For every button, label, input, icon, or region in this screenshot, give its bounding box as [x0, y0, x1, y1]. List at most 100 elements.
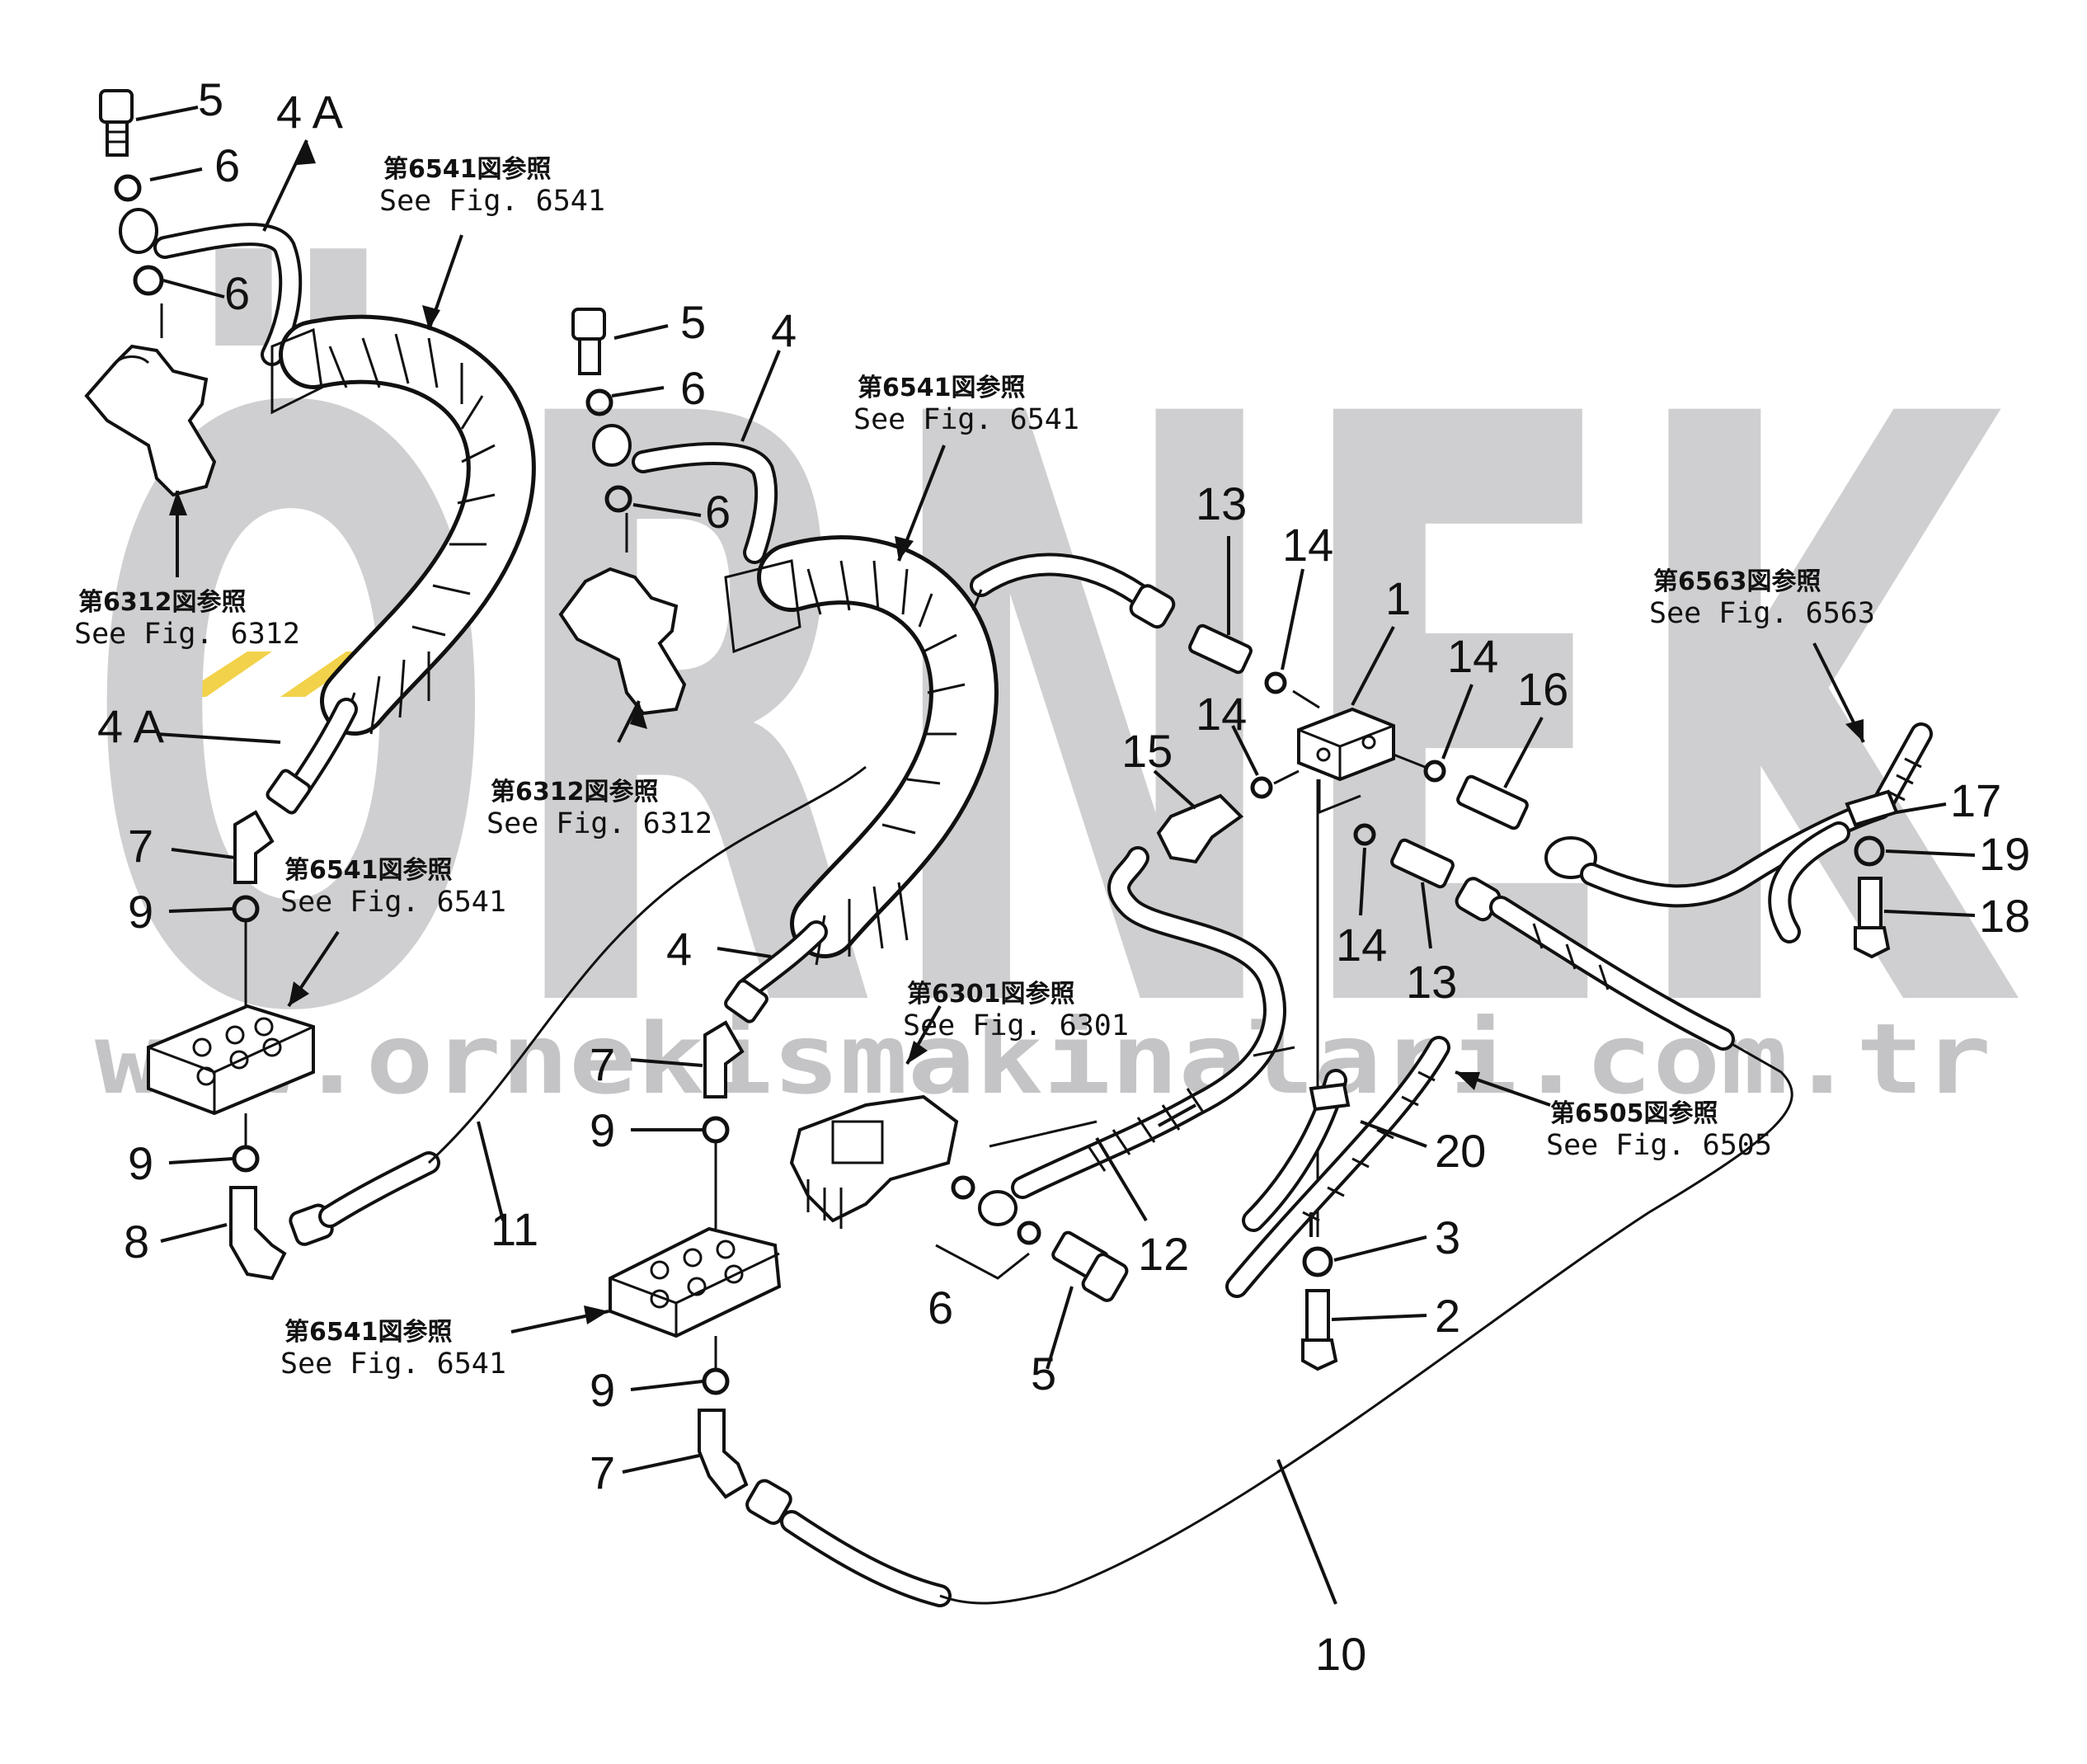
callout-6: 6 — [214, 139, 240, 191]
ref-en: See Fig. 6505 — [1546, 1129, 1772, 1162]
callout-14: 14 — [1282, 519, 1333, 571]
hose-4-lower — [724, 920, 828, 1023]
callout-15: 15 — [1121, 725, 1173, 777]
callout-14: 14 — [1336, 919, 1387, 971]
hose-4a-lower — [266, 698, 358, 815]
manifold-block-center — [609, 1226, 782, 1338]
hose-12 — [978, 846, 1295, 1226]
o-ring-9-left-bottom — [232, 1145, 260, 1173]
arrow-ref-r1 — [297, 140, 316, 165]
adapter-13-top — [1188, 623, 1253, 675]
callout-9: 9 — [590, 1364, 615, 1416]
ref-jp: 第6312図参照 — [78, 588, 247, 617]
callout-9: 9 — [128, 1137, 153, 1189]
o-ring-9-center-bottom — [702, 1367, 730, 1395]
ref-fig-6541-left-block: 第6541図参照 See Fig. 6541 — [280, 856, 506, 919]
callout-5: 5 — [198, 73, 223, 125]
wrapped-harness-left — [270, 314, 536, 743]
fitting-5-solenoid — [1051, 1230, 1129, 1302]
manifold-block-left — [147, 1004, 315, 1116]
arrow-ref-r7 — [584, 1305, 609, 1324]
arrow-ref-r4 — [895, 536, 914, 561]
callout-5: 5 — [1031, 1348, 1056, 1399]
block-1 — [1297, 707, 1395, 782]
elbow-7-left — [233, 810, 275, 884]
callout-7: 7 — [590, 1446, 615, 1498]
elbow-15 — [1156, 793, 1244, 864]
callout-6: 6 — [928, 1282, 953, 1334]
callout-1: 1 — [1385, 572, 1411, 624]
callout-6: 6 — [680, 362, 706, 414]
reference-labels: 第6541図参照 See Fig. 6541 第6312図参照 See Fig.… — [74, 155, 1875, 1381]
hose-4-top — [592, 424, 778, 564]
solenoid-6301 — [789, 1094, 959, 1229]
arrow-ref-r5 — [630, 701, 647, 729]
ref-jp: 第6541図参照 — [858, 374, 1026, 402]
callout-13: 13 — [1196, 477, 1247, 529]
callout-4: 4 — [666, 923, 692, 975]
arrow-ref-r2 — [169, 491, 187, 515]
hose-10-upper — [1455, 877, 1735, 1051]
ref-jp: 第6505図参照 — [1550, 1099, 1718, 1128]
ref-jp: 第6312図参照 — [491, 778, 659, 807]
callout-9: 9 — [590, 1104, 615, 1156]
callout-14: 14 — [1447, 630, 1498, 682]
ref-fig-6301: 第6301図参照 See Fig. 6301 — [903, 980, 1129, 1042]
callout-20: 20 — [1435, 1125, 1486, 1177]
adapter-16 — [1456, 774, 1529, 830]
o-ring-6-center-top — [585, 388, 613, 416]
arrow-ref-r3 — [289, 981, 309, 1006]
valve-6312-center — [558, 567, 687, 716]
ref-fig-6541-center-block: 第6541図参照 See Fig. 6541 — [280, 1318, 506, 1381]
callout-5: 5 — [680, 296, 706, 348]
ref-jp: 第6301図参照 — [907, 980, 1075, 1009]
callout-7: 7 — [128, 820, 153, 872]
arrow-ref-r1b — [422, 305, 440, 330]
callout-4: 4 — [771, 304, 797, 356]
o-ring-9-center-top — [702, 1116, 730, 1144]
fitting-5-left — [99, 89, 134, 157]
fitting-5-center — [571, 308, 606, 375]
callout-19: 19 — [1979, 828, 2030, 880]
callout-12: 12 — [1138, 1228, 1189, 1280]
ref-fig-6312-center: 第6312図参照 See Fig. 6312 — [486, 778, 712, 840]
callout-13: 13 — [1406, 956, 1457, 1008]
callout-6: 6 — [705, 486, 731, 538]
arrow-ref-r6 — [907, 1041, 928, 1064]
ref-en: See Fig. 6541 — [280, 1348, 506, 1381]
harness-6563 — [1768, 722, 1933, 943]
o-ring-6-left-top — [114, 174, 142, 202]
ref-en: See Fig. 6541 — [853, 403, 1079, 436]
hose-11 — [289, 765, 867, 1246]
washer-3 — [1302, 1246, 1333, 1277]
callout-9: 9 — [128, 886, 153, 938]
ref-en: See Fig. 6312 — [74, 618, 300, 651]
ref-fig-6505: 第6505図参照 See Fig. 6505 — [1546, 1099, 1772, 1162]
o-ring-6-solenoid-a — [951, 1175, 975, 1200]
ref-en: See Fig. 6312 — [486, 807, 712, 840]
bolt-2 — [1301, 1289, 1338, 1371]
hose-4a-top — [119, 208, 303, 366]
washer-19 — [1854, 835, 1885, 867]
ref-en: See Fig. 6563 — [1649, 597, 1875, 630]
elbow-7-center-top — [703, 1020, 745, 1098]
ref-en: See Fig. 6541 — [280, 886, 506, 919]
arrow-ref-r8 — [1845, 719, 1864, 742]
callout-4a: 4 A — [276, 86, 344, 138]
right-assembly — [1156, 623, 1933, 1371]
harness-20 — [1225, 1036, 1450, 1298]
callout-7: 7 — [590, 1038, 615, 1090]
o-ring-14-top — [1264, 671, 1287, 694]
hose-10 — [745, 1037, 1793, 1607]
callout-2: 2 — [1435, 1290, 1460, 1342]
ref-jp: 第6541図参照 — [284, 856, 453, 885]
callout-17: 17 — [1950, 774, 2001, 826]
callout-8: 8 — [124, 1216, 149, 1268]
ref-en: See Fig. 6301 — [903, 1009, 1129, 1042]
ref-jp: 第6563図参照 — [1653, 567, 1821, 596]
elbow-8 — [229, 1186, 287, 1281]
ref-fig-6541-top-left: 第6541図参照 See Fig. 6541 — [379, 155, 605, 218]
callout-14: 14 — [1196, 688, 1247, 740]
ref-en: See Fig. 6541 — [379, 185, 605, 218]
